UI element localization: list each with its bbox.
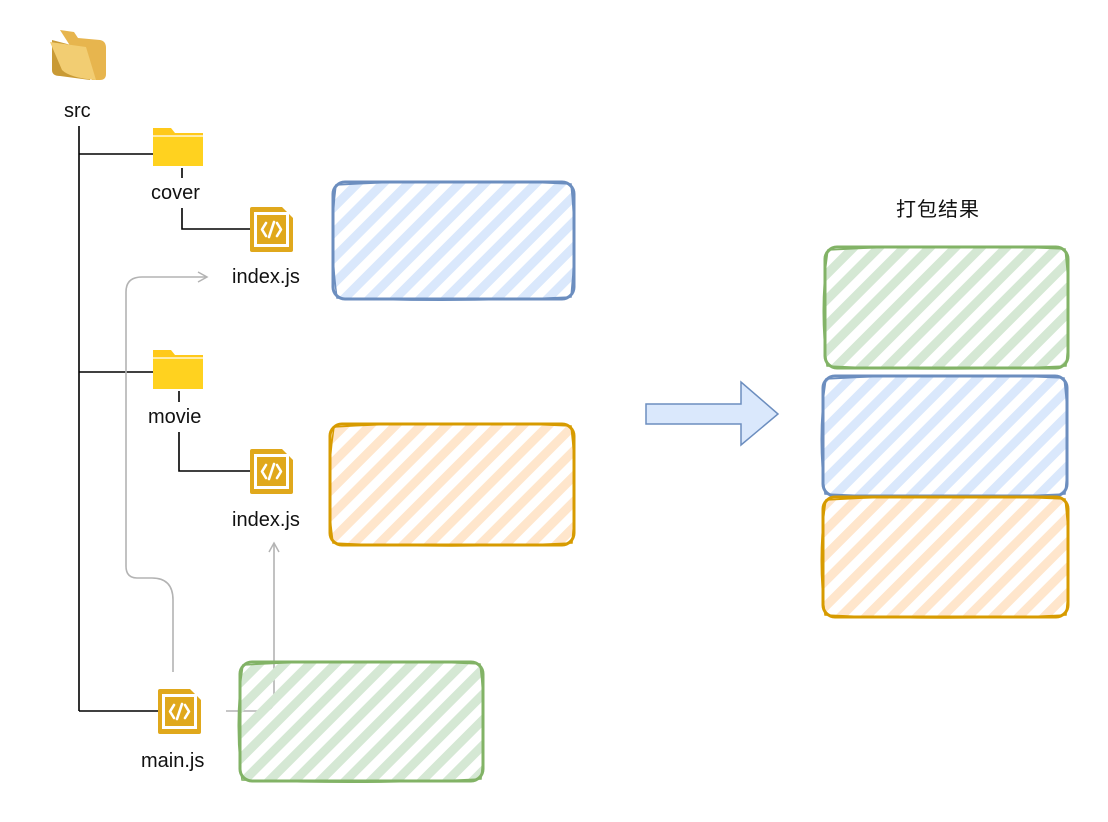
main-module-chunk[interactable] bbox=[237, 660, 485, 784]
bundle-result bbox=[820, 245, 1070, 619]
tree-lines bbox=[78, 126, 250, 712]
bundle-arrow bbox=[645, 380, 780, 447]
bundle-movie-chunk[interactable] bbox=[820, 495, 1070, 619]
bundle-cover-chunk[interactable] bbox=[820, 374, 1069, 498]
movie-module-chunk[interactable] bbox=[328, 422, 576, 547]
js-file-icon[interactable] bbox=[158, 689, 201, 734]
folder-icon[interactable] bbox=[153, 350, 203, 389]
movie-folder-label: movie bbox=[148, 406, 202, 428]
js-file-icon[interactable] bbox=[250, 207, 293, 252]
main-file-label: main.js bbox=[141, 750, 205, 772]
bundle-main-chunk[interactable] bbox=[822, 245, 1070, 370]
bundle-result-title: 打包结果 bbox=[896, 197, 980, 221]
dependency-lines bbox=[125, 271, 280, 712]
root-folder-label: src bbox=[64, 100, 91, 122]
open-folder-icon[interactable] bbox=[50, 30, 106, 80]
cover-module-chunk[interactable] bbox=[331, 180, 576, 302]
folder-icon[interactable] bbox=[153, 128, 203, 166]
js-file-icon[interactable] bbox=[250, 449, 293, 494]
cover-folder-label: cover bbox=[151, 182, 200, 204]
main-to-cover-dependency bbox=[125, 271, 209, 672]
cover-index-label: index.js bbox=[232, 266, 300, 288]
movie-index-label: index.js bbox=[232, 509, 300, 531]
